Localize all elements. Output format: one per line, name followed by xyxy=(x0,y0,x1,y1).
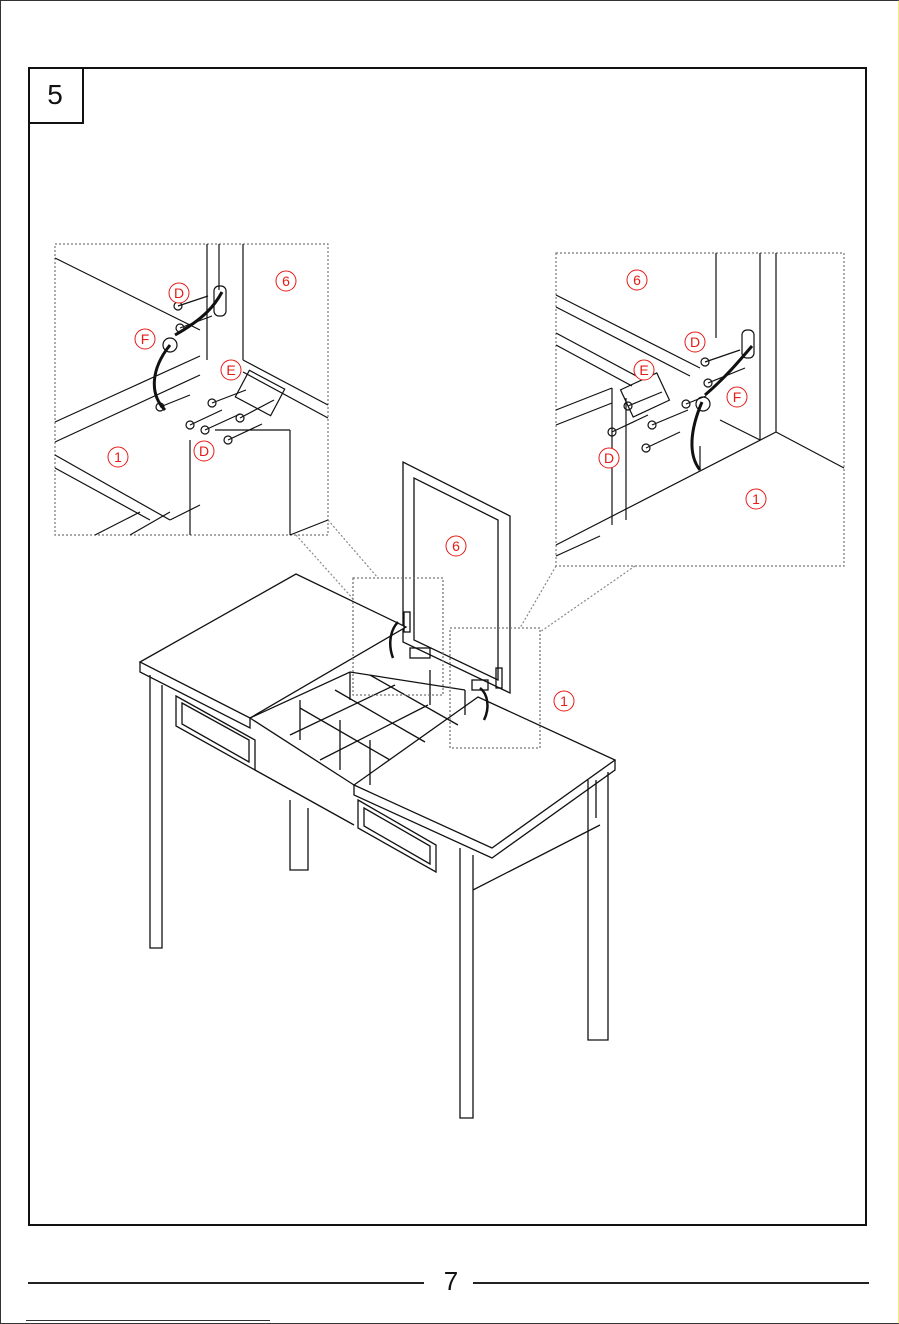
svg-text:6: 6 xyxy=(282,273,290,289)
svg-text:E: E xyxy=(639,362,648,378)
label-d-left-top: D xyxy=(169,283,189,303)
label-part-1-right: 1 xyxy=(746,489,766,509)
svg-text:F: F xyxy=(141,331,150,347)
vanity-table xyxy=(140,462,615,1118)
label-d-right-bottom: D xyxy=(599,448,619,468)
label-part-1-left: 1 xyxy=(108,447,128,467)
label-e-right: E xyxy=(634,360,654,380)
screws-left xyxy=(156,296,274,444)
footer-rule-right xyxy=(473,1282,869,1284)
svg-text:1: 1 xyxy=(114,449,122,465)
label-part-6-right: 6 xyxy=(627,270,647,290)
label-f-right: F xyxy=(727,387,747,407)
screws-right xyxy=(608,350,745,452)
svg-text:6: 6 xyxy=(633,272,641,288)
svg-text:6: 6 xyxy=(452,538,460,554)
label-d-left-bottom: D xyxy=(194,441,214,461)
svg-text:D: D xyxy=(199,443,209,459)
label-part-1-main: 1 xyxy=(554,691,574,711)
svg-text:D: D xyxy=(174,285,184,301)
footer-rule-left xyxy=(28,1282,424,1284)
svg-text:1: 1 xyxy=(560,693,568,709)
label-e-left: E xyxy=(221,360,241,380)
label-part-6-left: 6 xyxy=(276,271,296,291)
label-d-right-top: D xyxy=(685,332,705,352)
label-part-6-main: 6 xyxy=(446,536,466,556)
svg-text:E: E xyxy=(226,362,235,378)
page-number: 7 xyxy=(436,1266,466,1297)
detail-left xyxy=(55,244,378,600)
svg-text:D: D xyxy=(690,334,700,350)
svg-text:1: 1 xyxy=(752,491,760,507)
svg-text:F: F xyxy=(733,389,742,405)
detail-right xyxy=(520,253,844,632)
label-f-left: F xyxy=(135,329,155,349)
bottom-rule xyxy=(26,1320,270,1321)
svg-text:D: D xyxy=(604,450,614,466)
